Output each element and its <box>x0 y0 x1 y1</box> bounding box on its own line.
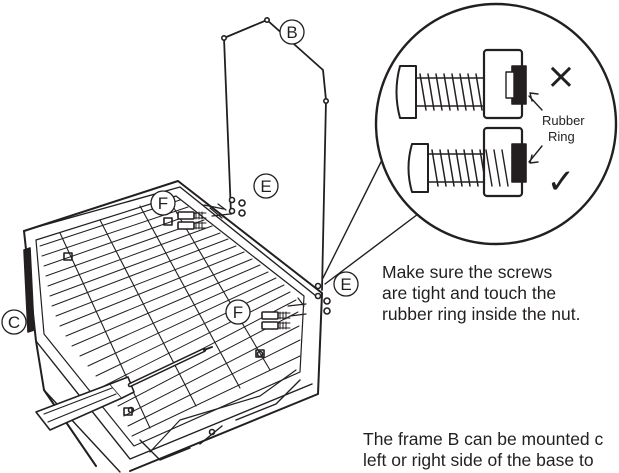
label-circle-f-lower <box>225 299 251 325</box>
label-circle-b <box>279 19 305 45</box>
instruction-line: rubber ring inside the nut. <box>382 304 581 324</box>
label-c: C <box>8 313 20 332</box>
instruction-line: The frame B can be mounted c <box>363 429 604 449</box>
bolt-assembly-upper <box>177 196 246 230</box>
screw-tightness-instruction: Make sure the screws are tight and touch… <box>382 262 580 325</box>
label-b: B <box>286 23 297 42</box>
wrong-mark-icon: × <box>546 56 576 97</box>
label-f-upper: F <box>158 194 168 213</box>
detail-circle <box>374 2 618 246</box>
bolt-assembly-lower <box>261 282 331 330</box>
label-f-lower: F <box>233 303 243 322</box>
label-e-upper: E <box>260 177 271 196</box>
rubber-ring-label-line1: Rubber <box>542 113 585 128</box>
label-circle-f-upper <box>150 190 176 216</box>
frame-b <box>221 16 329 291</box>
rubber-ring-label-line2: Ring <box>548 129 575 144</box>
instruction-line: left or right side of the base to <box>363 450 594 470</box>
screwdriver-illustration <box>35 346 213 431</box>
mounting-instruction: The frame B can be mounted c left or rig… <box>363 429 619 471</box>
label-circle-c <box>1 309 27 335</box>
instruction-line: Make sure the screws <box>382 262 553 282</box>
label-e-lower: E <box>340 275 351 294</box>
label-circle-e-lower <box>333 271 359 297</box>
instruction-line: are tight and touch the <box>382 283 557 303</box>
label-circle-e-upper <box>253 173 279 199</box>
correct-mark-icon: ✓ <box>547 162 576 202</box>
